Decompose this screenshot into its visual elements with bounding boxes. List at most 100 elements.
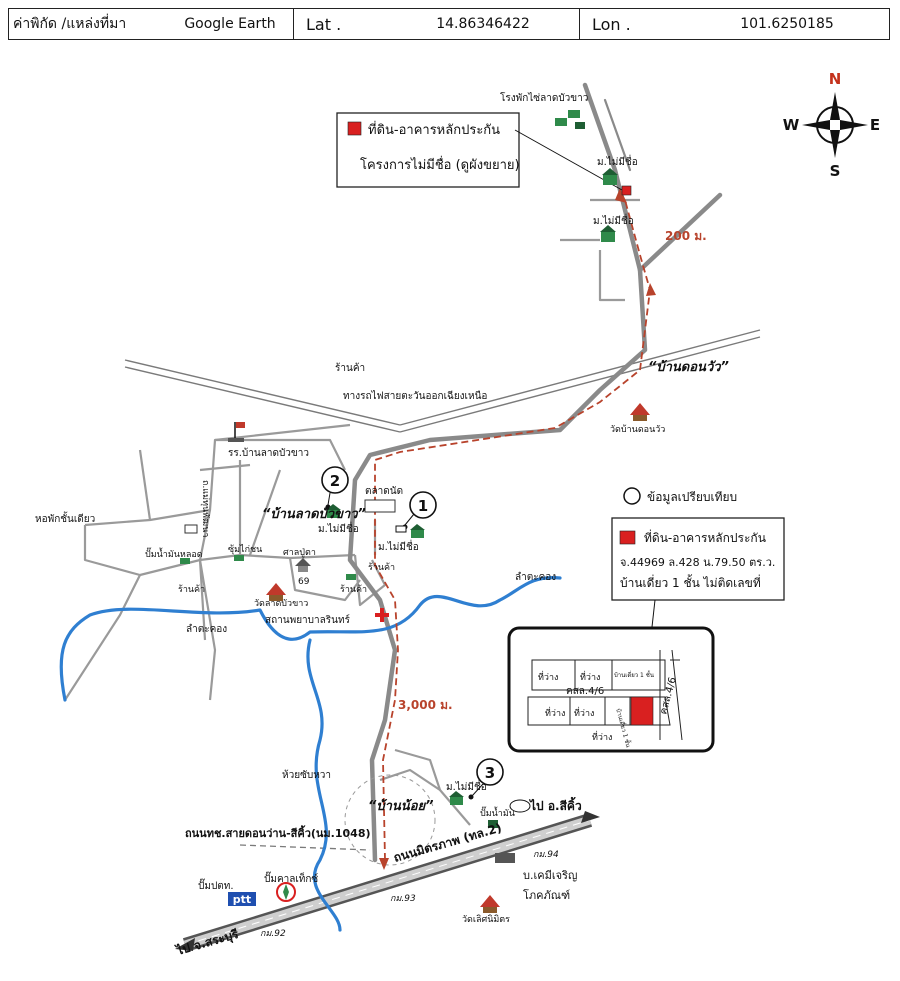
lon-value: 101.6250185: [740, 16, 834, 32]
route-arrow-start: [379, 858, 389, 870]
label-no-name-c2: ม.ไม่มีชื่อ: [318, 521, 359, 535]
comparison-leader-3: [471, 783, 484, 797]
lon-label: Lon .: [592, 14, 631, 34]
house-icon-c1: [410, 524, 425, 538]
shop-icon-center: [346, 574, 356, 580]
legend-top-swatch: [347, 121, 362, 136]
road-dorm: [84, 508, 211, 527]
school-flag: [236, 422, 245, 428]
label-street-vertical: ถ.แม่ทุนพัฒนา: [200, 480, 210, 537]
legend-compare-label: ข้อมูลเปรียบเทียบ: [647, 490, 737, 505]
house-icon-c2-body: [327, 510, 340, 518]
comparison-leader-2: [327, 492, 331, 506]
gas-station-icon: [488, 820, 498, 828]
label-km-93: กม.93: [390, 894, 416, 904]
house-icon-c1-roof: [410, 524, 425, 530]
house-icon-north-2: [600, 225, 616, 242]
inset-row-top-dividers: [574, 660, 613, 690]
railway: [124, 329, 761, 433]
road-north-spur: [138, 449, 152, 521]
temple-icon-loet: [480, 895, 500, 913]
road-north-small: [603, 98, 632, 172]
school-flag-base: [228, 438, 244, 442]
shrine-icon: [295, 558, 311, 572]
legend-property-line1: ที่ดิน-อาคารหลักประกัน: [644, 529, 766, 545]
legend-top-line2: โครงการไม่มีชื่อ (ดูผังขยาย): [360, 156, 520, 173]
rivers: [59, 576, 562, 932]
coordinate-header: ค่าพิกัด /แหล่งที่มา Google Earth Lat . …: [8, 8, 890, 40]
railway-east: [399, 329, 761, 426]
comparison-circle-2: [321, 466, 349, 494]
inset-lot-4: ที่ว่าง: [574, 706, 594, 719]
shrine-icon-roof: [295, 558, 311, 566]
road-north-left: [598, 250, 625, 302]
ban-noi-area: [344, 774, 436, 866]
road-ne-branch: [637, 192, 723, 273]
comparison-circle-1: [409, 491, 437, 519]
property-marker: [621, 185, 632, 196]
highway-2: [175, 811, 600, 952]
highway-arrow-east: [581, 811, 600, 823]
source-cell: Google Earth: [167, 9, 293, 39]
label-dist-200: 200 ม.: [665, 229, 707, 243]
road-west-south: [198, 559, 217, 701]
inset-lot-2: ที่ว่าง: [580, 670, 600, 683]
inset-side-road: [659, 649, 683, 741]
label-chum-kai: ซุ้มไก่ชน: [228, 544, 262, 555]
house-icon-north-2-body: [601, 232, 615, 242]
label-sala: ศาลปู่ตา: [283, 548, 316, 558]
compass-e: E: [870, 116, 880, 134]
hospital-cross-v: [380, 608, 384, 622]
road-ban-noi: [394, 748, 471, 826]
route-path: [374, 199, 651, 861]
compass-s-arrow: [830, 130, 840, 158]
label-road-1048: ถนนทช.สายดอนว่าน-สีคิ้ว(นม.1048): [185, 825, 371, 840]
comparison-points: 2 1 3: [321, 466, 504, 800]
label-pump-khalex: ปั๊มคาลเท็กซ์: [264, 871, 318, 885]
legend-top: ที่ดิน-อาคารหลักประกัน โครงการไม่มีชื่อ …: [336, 112, 623, 191]
highway-arrow-west: [175, 938, 195, 951]
label-shop-north: ร้านค้า: [335, 362, 365, 374]
legend-compare-circle: [623, 487, 641, 505]
road-main-north-south: [347, 82, 648, 863]
legend-property: ที่ดิน-อาคารหลักประกัน จ.44969 ล.428 น.7…: [611, 517, 785, 691]
label-no-name-north-2: ม.ไม่มีชื่อ: [593, 213, 634, 227]
road-wat2: [353, 554, 387, 607]
label-chemical: บ.เคมีเจริญ: [523, 869, 577, 882]
label-lam-ta-khong-right: ลำตะคอง: [515, 572, 556, 583]
railway-west-2: [124, 366, 401, 433]
house-icon-c1-body: [411, 530, 424, 538]
label-dist-3000: 3,000 ม.: [398, 698, 453, 712]
label-ban-lat-bua-khao: “บ้านลาดบัวขาว”: [262, 506, 366, 522]
highway-center: [184, 819, 591, 946]
school-flag-icon: [228, 422, 245, 442]
compass-n-arrow: [830, 92, 840, 120]
factory-icon: [495, 853, 515, 863]
lat-label-cell: Lat .: [293, 9, 387, 39]
ptt-logo-box: [228, 892, 256, 906]
label-resort: โรงพักไซ่ลาดบัวขาว: [500, 91, 588, 104]
label-school: รร.บ้านลาดบัวขาว: [228, 447, 309, 459]
inset-lot-3: ที่ว่าง: [545, 706, 565, 719]
comparison-dot-3: [468, 794, 474, 800]
lon-label-cell: Lon .: [579, 9, 685, 39]
legend-top-line1: ที่ดิน-อาคารหลักประกัน: [368, 121, 500, 138]
inset-row-top: [531, 659, 666, 691]
compass-w-arrow: [802, 120, 830, 130]
legend-property-box: [611, 517, 785, 601]
house-icon-north-1-body: [603, 175, 617, 185]
label-wat-loet: วัดเลิศนิมิตร: [462, 914, 510, 925]
inset-map: ที่ว่าง ที่ว่าง บ้านเดี่ยว 1 ชั้น คสล.4/…: [507, 626, 715, 753]
legend-top-box: [336, 112, 520, 188]
cockpit-icon: [234, 555, 244, 561]
inset-property-lot: [630, 696, 654, 726]
shop-icon-west: [180, 558, 190, 564]
road-wat-loop: [288, 557, 361, 602]
house-icon-c3: [449, 791, 464, 805]
river-huai-sap-wa: [306, 638, 342, 932]
label-railway: ทางรถไฟสายตะวันออกเฉียงเหนือ: [343, 390, 487, 402]
label-to-sikhio: ไป อ.สีคิ้ว: [528, 796, 582, 813]
inset-lot-house: บ้านเดี่ยว 1 ชั้น: [614, 669, 654, 679]
resort-icon-block-3: [575, 122, 585, 129]
